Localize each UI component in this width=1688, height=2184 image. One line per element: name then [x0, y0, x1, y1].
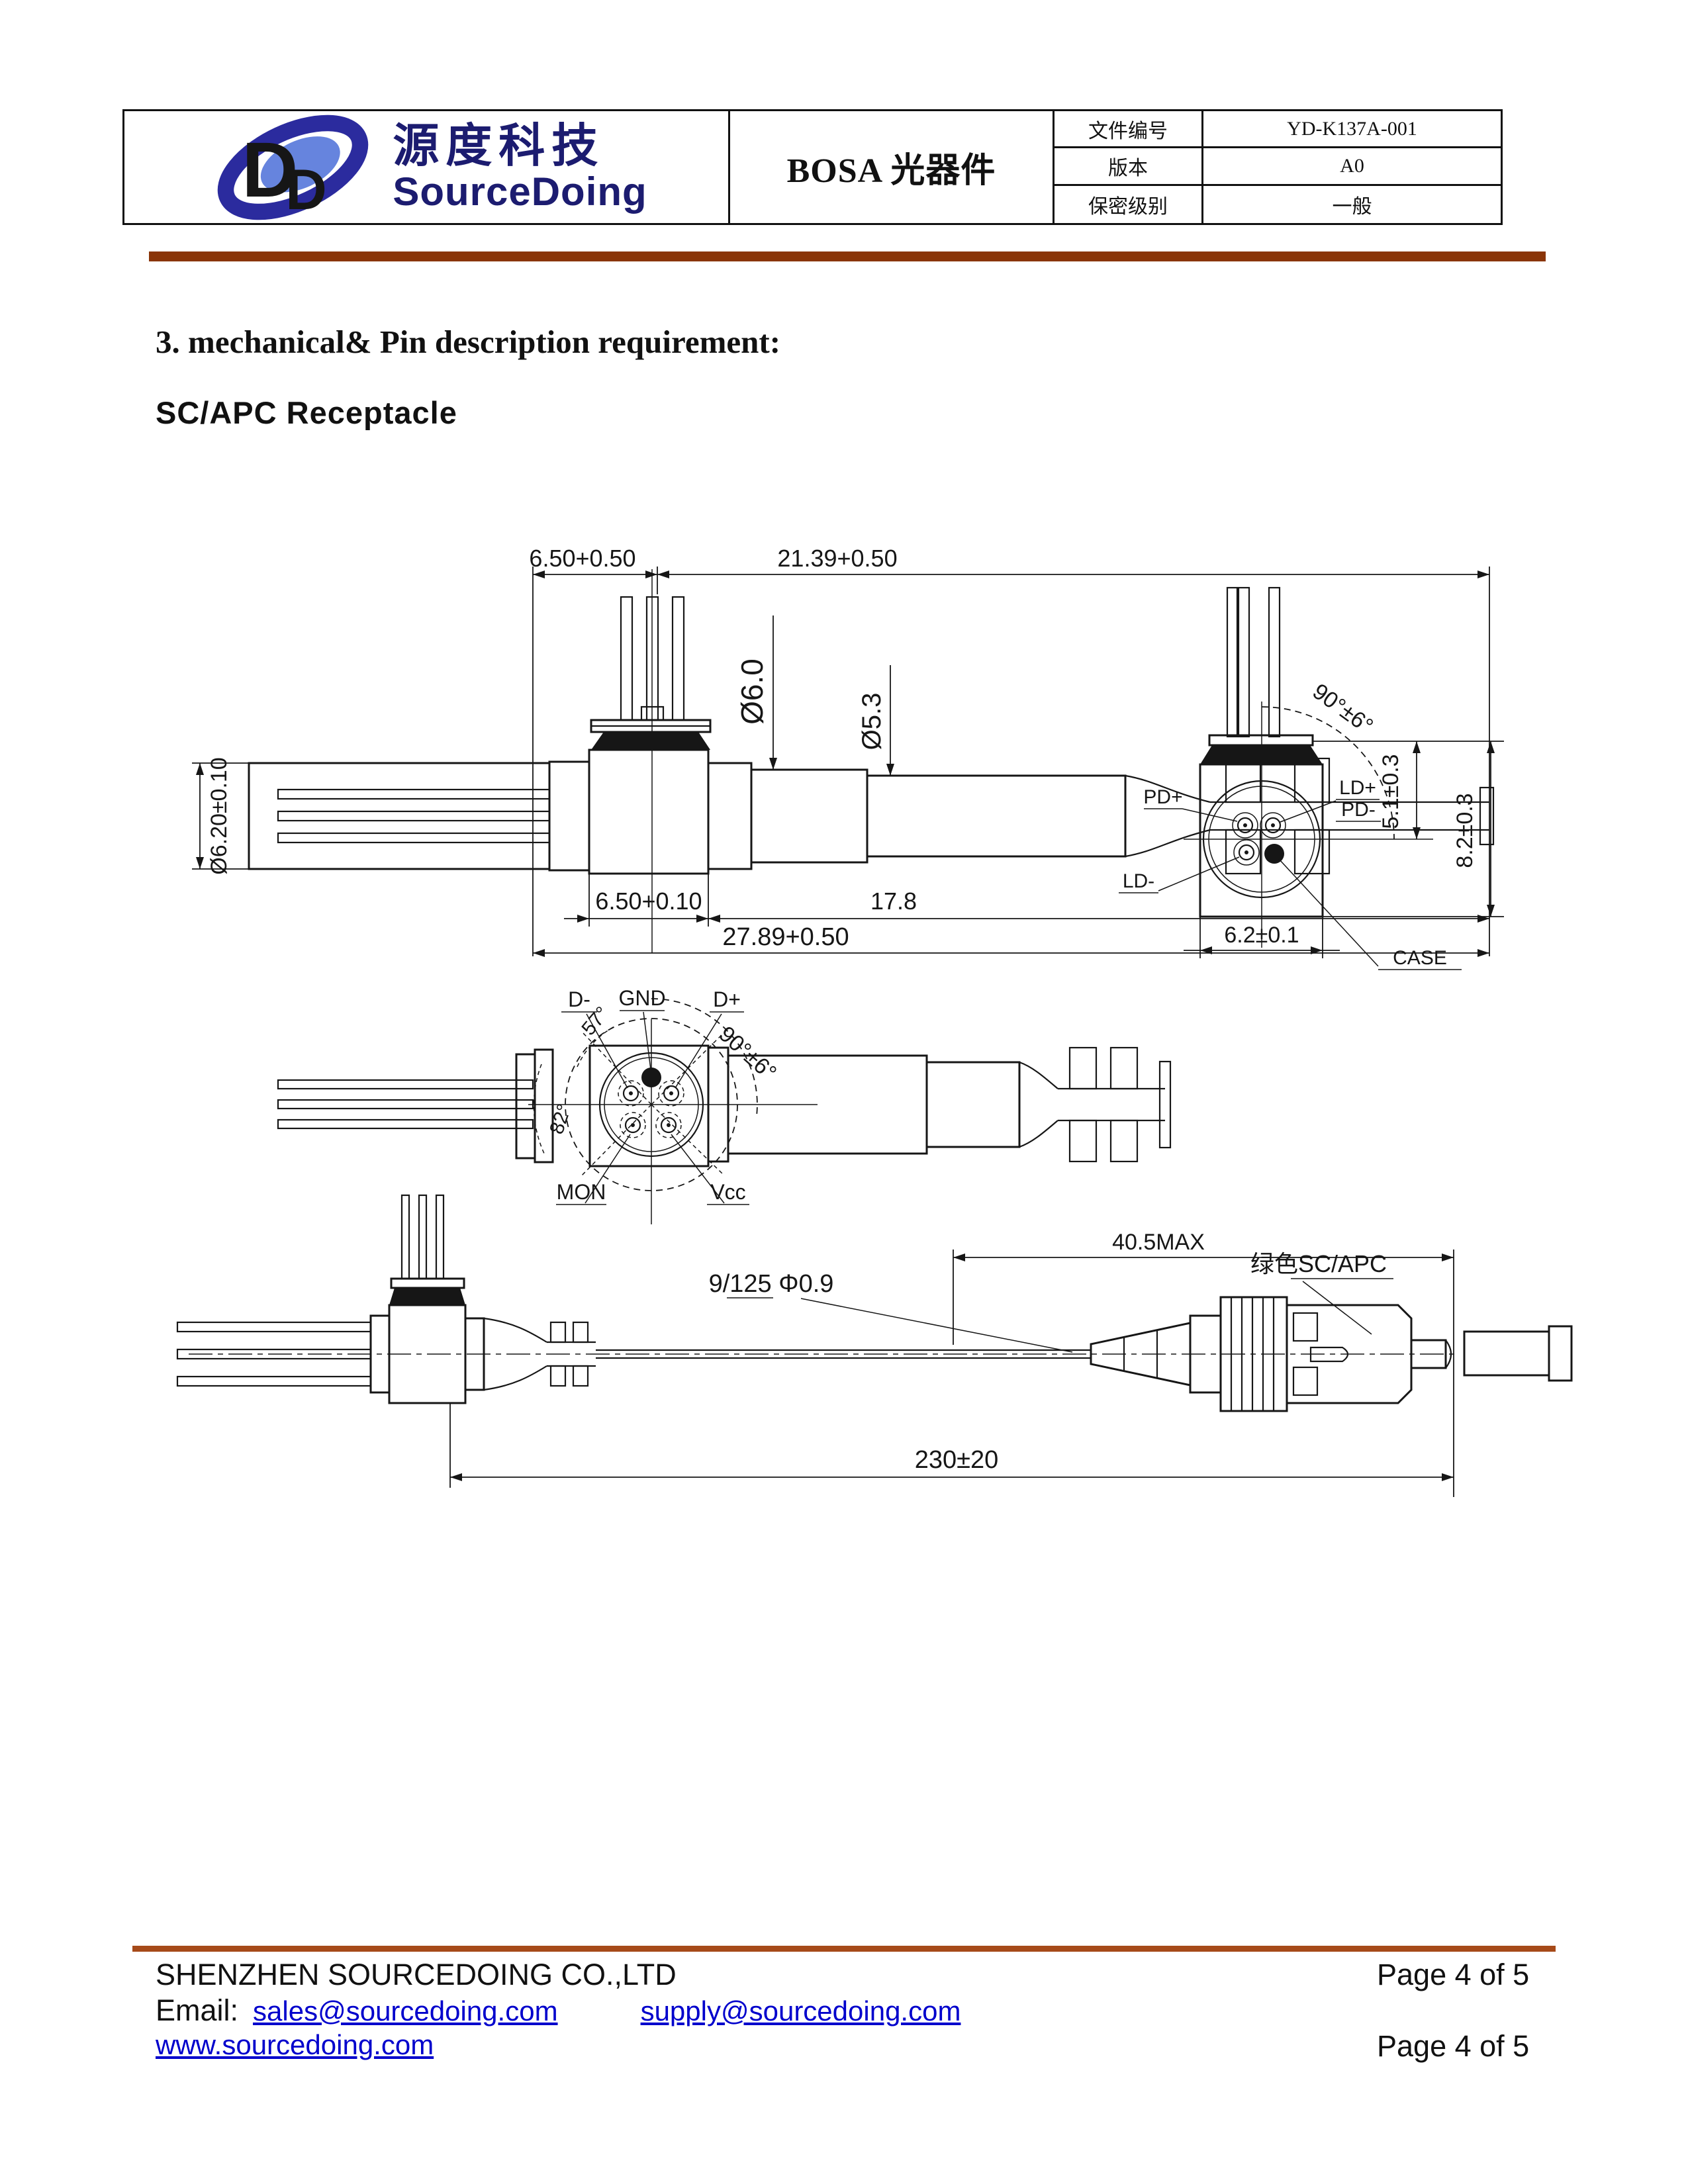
- rx-pin-vcc: [655, 1112, 682, 1138]
- ld-view-angle-dim: 90°±6°: [1308, 679, 1378, 739]
- asm-pins-up: [400, 1194, 445, 1280]
- logo-english-name: SourceDoing: [393, 169, 647, 214]
- angle-90: 90°±6°: [714, 1021, 782, 1085]
- footer-website-row: www.sourcedoing.com: [156, 2029, 434, 2061]
- document-header-table: D D 源度科技 SourceDoing BOSA 光器件 文件编号 YD-K1…: [122, 109, 1503, 225]
- rx-step-outer: [515, 1053, 536, 1160]
- body-step: [548, 760, 590, 872]
- footer-email-row: Email: sales@sourcedoing.com supply@sour…: [156, 1993, 961, 2028]
- logo-cell: D D 源度科技 SourceDoing: [124, 111, 730, 223]
- footer-website-link[interactable]: www.sourcedoing.com: [156, 2029, 434, 2060]
- asm-flange: [390, 1277, 465, 1289]
- label-d-minus: D-: [568, 987, 590, 1011]
- footer-company: SHENZHEN SOURCEDOING CO.,LTD: [156, 1958, 677, 1991]
- sc-ferrule: [1410, 1339, 1447, 1369]
- dim-body-length: 6.50+0.10: [595, 887, 702, 915]
- dim-connector-length: 40.5MAX: [1112, 1230, 1205, 1255]
- rx-gnd-pin: [641, 1068, 661, 1087]
- ld-view-case-pin: [1264, 844, 1284, 864]
- side-view: 6.50+0.50 21.39+0.50 Ø6.20±0.10: [192, 545, 1495, 957]
- footer-page-number-bottom: Page 4 of 5: [1377, 2029, 1530, 2063]
- receiver-pin-view: D- GND D+ 57° 82° 90°±6° MON Vcc: [277, 986, 1172, 1224]
- angle-82: 82°: [545, 1101, 575, 1136]
- footer-page-number-top: Page 4 of 5: [1377, 1958, 1530, 1991]
- dim-tail-length: 17.8: [870, 887, 917, 915]
- assembly-view: 9/125 Φ0.9 绿色SC/APC 40.5MAX: [176, 1194, 1573, 1497]
- footer-separator-bar: [132, 1946, 1556, 1952]
- document-title-cell: BOSA 光器件: [730, 111, 1055, 223]
- ld-view-pins-up: [1226, 586, 1281, 738]
- ld-view-pin-ld-minus: [1233, 839, 1260, 866]
- label-gnd: GND: [618, 986, 665, 1010]
- ld-view-pin-pd-plus: [1232, 812, 1258, 839]
- rx-pin-d-minus: [618, 1080, 644, 1107]
- dim-case-width: 6.2±0.1: [1224, 923, 1299, 948]
- dust-cap: [1463, 1330, 1550, 1377]
- asm-weld-ring: [389, 1288, 465, 1305]
- dim-nose-length: 21.39+0.50: [777, 545, 897, 572]
- component-body: [588, 749, 710, 875]
- label-pd-plus: PD+: [1143, 786, 1182, 808]
- label-pd-minus: PD-: [1341, 799, 1376, 821]
- label-ld-minus: LD-: [1123, 870, 1154, 892]
- meta-value-confidentiality: 一般: [1332, 195, 1372, 218]
- snout-barrel: [750, 768, 868, 864]
- sourcedoing-logo-mark: D D: [218, 114, 369, 220]
- logo-letter-d2: D: [286, 158, 328, 220]
- dim-pin-offset: 6.50+0.50: [529, 545, 635, 572]
- ld-view-flange: [1208, 734, 1314, 747]
- label-d-plus: D+: [713, 987, 741, 1011]
- meta-label-confidentiality: 保密级别: [1055, 185, 1203, 223]
- footer-email-secondary-link[interactable]: supply@sourcedoing.com: [640, 1995, 961, 2026]
- header-separator-bar: [149, 251, 1546, 261]
- rx-pin-d-plus: [658, 1080, 684, 1107]
- dim-snout-diameter: Ø6.0: [735, 659, 769, 725]
- meta-value-version: A0: [1203, 148, 1501, 186]
- dim-tube-diameter: Ø6.20±0.10: [207, 757, 232, 874]
- fiber-spec-label: 9/125 Φ0.9: [709, 1270, 834, 1298]
- nose-ring: [707, 762, 753, 870]
- asm-ring: [464, 1317, 485, 1391]
- label-ld-plus: LD+: [1339, 777, 1376, 799]
- meta-value-doc-number: YD-K137A-001: [1203, 111, 1501, 149]
- rear-tube: [248, 762, 551, 870]
- meta-label-version: 版本: [1055, 148, 1203, 186]
- ld-pin-view: 90°±6° PD+ LD+ PD- LD- CASE 5.1±0.3 8.2±…: [1119, 586, 1504, 970]
- rx-step-inner: [534, 1048, 554, 1163]
- weld-ring: [591, 732, 710, 750]
- label-case: CASE: [1393, 947, 1447, 969]
- dim-overall-length: 27.89+0.50: [722, 923, 849, 951]
- dim-pin-height: 5.1±0.3: [1378, 754, 1403, 829]
- dim-case-height: 8.2±0.3: [1452, 793, 1477, 868]
- section-heading: 3. mechanical& Pin description requireme…: [156, 324, 781, 360]
- document-title: BOSA 光器件: [786, 152, 996, 190]
- ld-view-pin-ld-plus: [1260, 812, 1286, 839]
- connector-note: 绿色SC/APC: [1250, 1250, 1387, 1277]
- rx-pin-mon: [620, 1112, 646, 1138]
- dust-cap-flange: [1548, 1325, 1573, 1382]
- dim-overall-assembly-length: 230±20: [915, 1446, 999, 1474]
- rx-leads: [277, 1079, 534, 1130]
- section-subheading: SC/APC Receptacle: [156, 395, 457, 430]
- logo-chinese-name: 源度科技: [393, 120, 605, 172]
- label-vcc: Vcc: [710, 1180, 745, 1204]
- footer-email-label: Email:: [156, 1993, 239, 2027]
- logo-letter-d1: D: [242, 126, 299, 213]
- sc-connector-body: [1286, 1304, 1413, 1404]
- meta-label-doc-number: 文件编号: [1055, 111, 1203, 149]
- footer-email-primary-link[interactable]: sales@sourcedoing.com: [253, 1995, 558, 2026]
- dim-barrel-diameter: Ø5.3: [857, 693, 886, 751]
- document-meta-table: 文件编号 YD-K137A-001 版本 A0 保密级别 一般: [1055, 111, 1501, 223]
- rear-leads: [277, 788, 551, 844]
- receptacle-barrel: [866, 774, 1127, 858]
